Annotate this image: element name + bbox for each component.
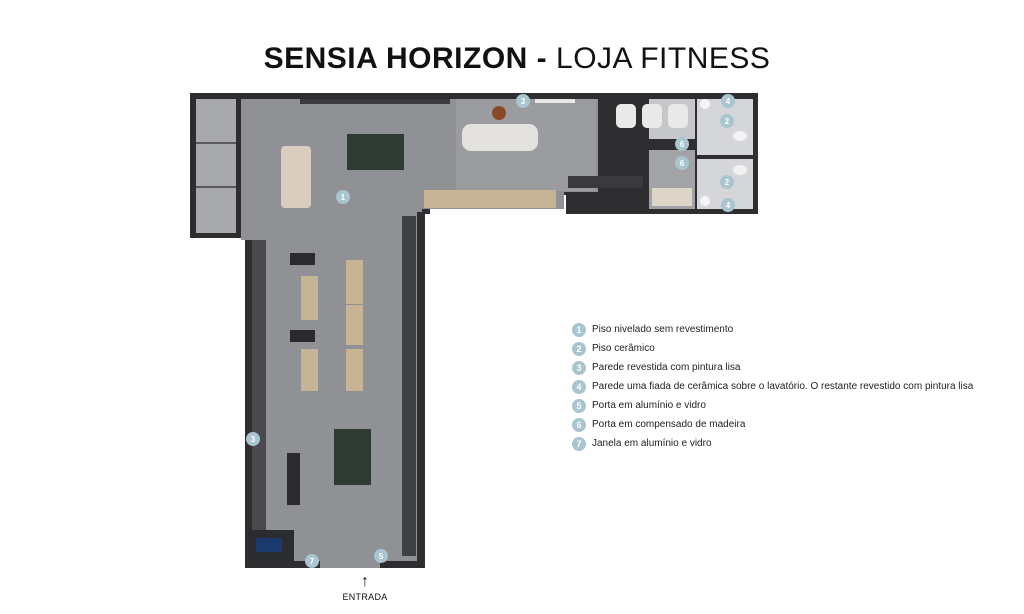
title-bold: SENSIA HORIZON - [263,42,548,75]
wall-shelf-right [402,216,416,556]
marker-5: 5 [379,552,384,561]
legend-text: Piso cerâmico [592,343,655,354]
main-floor [237,99,598,561]
legend-text: Janela em alumínio e vidro [592,438,712,449]
page-title: SENSIA HORIZON - LOJA FITNESS [0,42,1024,76]
legend-badge: 2 [572,341,586,356]
reception-counter [462,124,538,151]
legend-badge: 5 [572,398,586,413]
entrance-label: ENTRADA [342,592,388,602]
legend-badge: 4 [572,379,586,394]
entrance: ↑ ENTRADA [337,573,393,603]
legend-text: Porta em compensado de madeira [592,419,746,430]
legend-text: Parede uma fiada de cerâmica sobre o lav… [592,381,974,392]
display-table [347,134,404,170]
marker-2-bottom: 2 [725,178,730,187]
title-light: LOJA FITNESS [556,42,771,75]
sofa [281,146,311,208]
sink [700,99,710,109]
legend-badge: 1 [572,322,586,337]
legend-text: Porta em alumínio e vidro [592,400,706,411]
legend-badge: 7 [572,436,586,451]
legend-item: 3 Parede revestida com pintura lisa [572,358,973,377]
marker-4-top: 4 [726,97,731,106]
wall-shelf-left [252,240,266,530]
marker-6-bottom: 6 [680,159,685,168]
stock-room [196,99,236,233]
toilet [733,131,747,141]
display-table [334,429,371,485]
marker-3-top: 3 [521,97,526,106]
marker-2-top: 2 [725,117,730,126]
legend-badge: 3 [572,360,586,375]
marker-3-left: 3 [251,435,256,444]
marker-1: 1 [341,193,346,202]
legend-item: 7 Janela em alumínio e vidro [572,434,973,453]
arrow-up-icon: ↑ [361,573,369,590]
marker-6-top: 6 [680,140,685,149]
legend-item: 6 Porta em compensado de madeira [572,415,973,434]
marker-4-bottom: 4 [726,201,731,210]
sink [700,196,710,206]
legend-text: Parede revestida com pintura lisa [592,362,741,373]
legend-item: 5 Porta em alumínio e vidro [572,396,973,415]
marker-7: 7 [310,557,315,566]
legend-item: 1 Piso nivelado sem revestimento [572,320,973,339]
toilet [733,165,747,175]
legend-item: 4 Parede uma fiada de cerâmica sobre o l… [572,377,973,396]
legend-item: 2 Piso cerâmico [572,339,973,358]
legend-badge: 6 [572,417,586,432]
legend: 1 Piso nivelado sem revestimento 2 Piso … [572,320,973,453]
legend-text: Piso nivelado sem revestimento [592,324,734,335]
